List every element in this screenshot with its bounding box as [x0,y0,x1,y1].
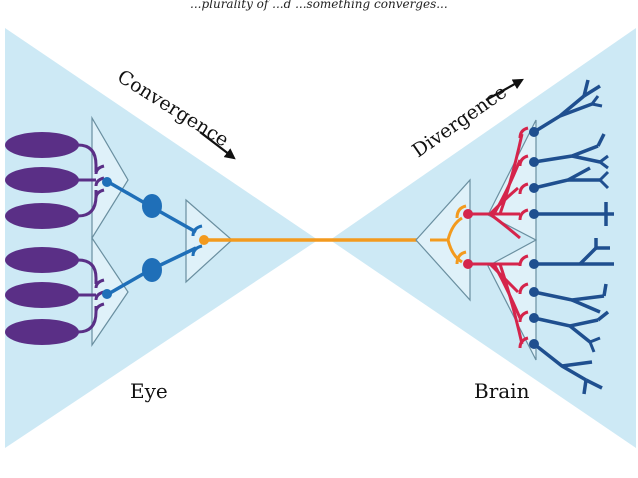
divergence-arrow-icon [485,78,524,101]
top-caption: ...plurality of ...d ...something conver… [190,0,448,11]
photoreceptor-cell [5,282,79,308]
convergence-synapse-cups [191,224,203,257]
bipolar-terminal-dot [102,177,112,187]
synapse-cups-upper [94,164,105,199]
target-neuron-soma [529,313,539,323]
target-neuron-soma [529,183,539,193]
axon-fork-cups [455,204,467,265]
divergence-cups-lower [518,254,529,349]
brain-label: Brain [474,379,530,403]
photoreceptor-cell [5,247,79,273]
target-neuron-soma [529,339,539,349]
target-neuron-soma [529,127,539,137]
target-neuron-soma [529,209,539,219]
target-neuron-soma [529,157,539,167]
target-neuron-soma [529,287,539,297]
target-neuron-somas [529,127,539,349]
bipolar-terminal-dot [102,289,112,299]
divergence-branches-upper [468,133,524,240]
target-neuron-soma [529,259,539,269]
divergence-cups-upper [518,126,529,221]
receptor-connectors-lower [77,258,98,334]
left-funnel-background [5,28,318,448]
eye-label: Eye [130,379,168,403]
dendrite-tips [588,95,610,353]
right-funnel-background [330,28,636,448]
eye-photoreceptor-group [5,132,79,345]
divergence-branches-lower [468,262,524,345]
photoreceptor-cell [5,167,79,193]
photoreceptor-cell [5,319,79,345]
axon-fork [430,216,463,264]
photoreceptor-cell [5,203,79,229]
photoreceptor-cell [5,132,79,158]
convergence-arrow-icon [199,131,236,160]
target-neurons [532,79,614,395]
bipolar-soma [142,194,162,218]
bipolar-soma [142,258,162,282]
